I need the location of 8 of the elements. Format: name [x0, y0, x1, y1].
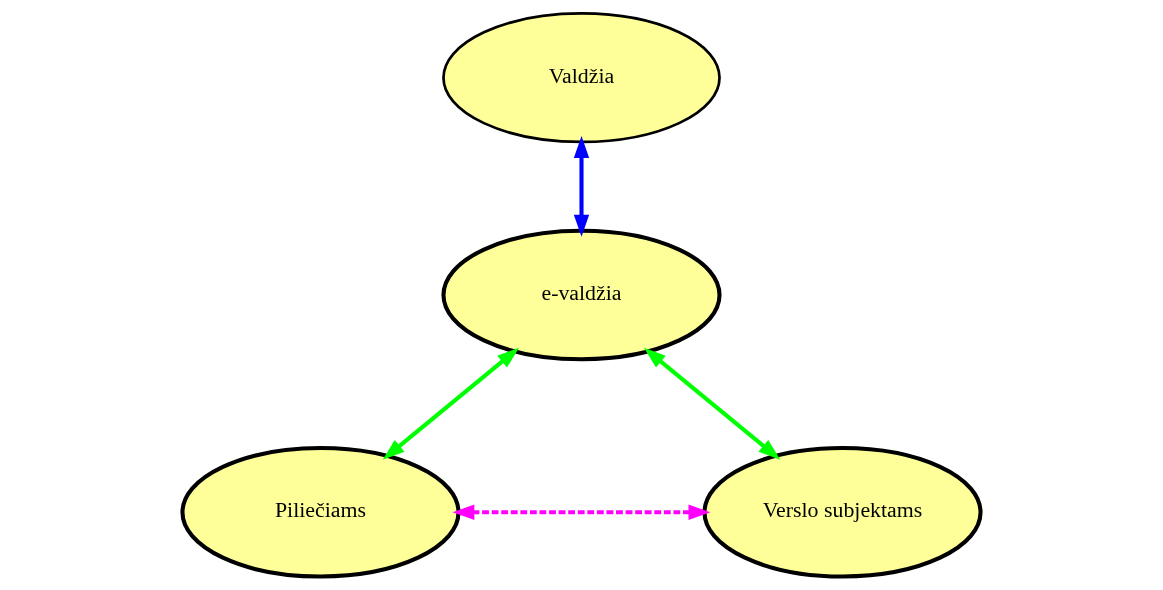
node-ellipse: e-valdžia	[441, 228, 722, 362]
arrow	[573, 136, 590, 237]
node-ellipse: Verslo subjektams	[702, 446, 983, 579]
arrow	[382, 347, 520, 460]
node-ellipse: Valdžia	[442, 12, 721, 144]
arrow	[452, 504, 711, 520]
node-ellipse: Piliečiams	[180, 446, 461, 579]
arrow	[643, 347, 781, 460]
